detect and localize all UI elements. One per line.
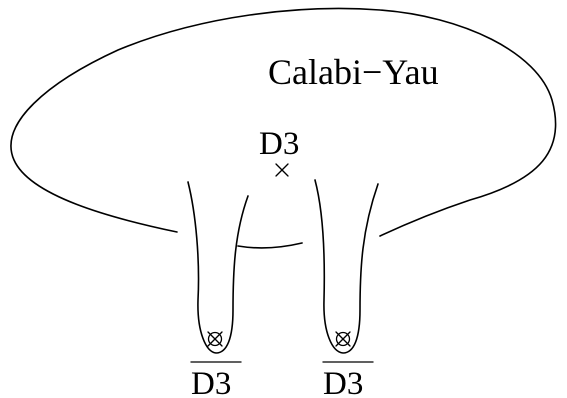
anti-d3-left-marker xyxy=(207,331,223,347)
calabi-yau-label: Calabi−Yau xyxy=(268,52,439,92)
anti-d3-left-label-group: D3 xyxy=(190,361,242,398)
d3-cross-marker xyxy=(275,163,289,177)
anti-d3-right-marker xyxy=(335,331,351,347)
anti-d3-left-label: D3 xyxy=(191,366,231,398)
calabi-yau-outline xyxy=(10,7,557,237)
inter-throat-curve xyxy=(237,242,303,249)
left-throat-outer-wall xyxy=(187,181,249,354)
anti-d3-right-label-group: D3 xyxy=(322,361,374,398)
d3-label: D3 xyxy=(259,126,299,162)
anti-d3-right-label: D3 xyxy=(323,366,363,398)
right-throat-outer-wall xyxy=(314,179,379,354)
